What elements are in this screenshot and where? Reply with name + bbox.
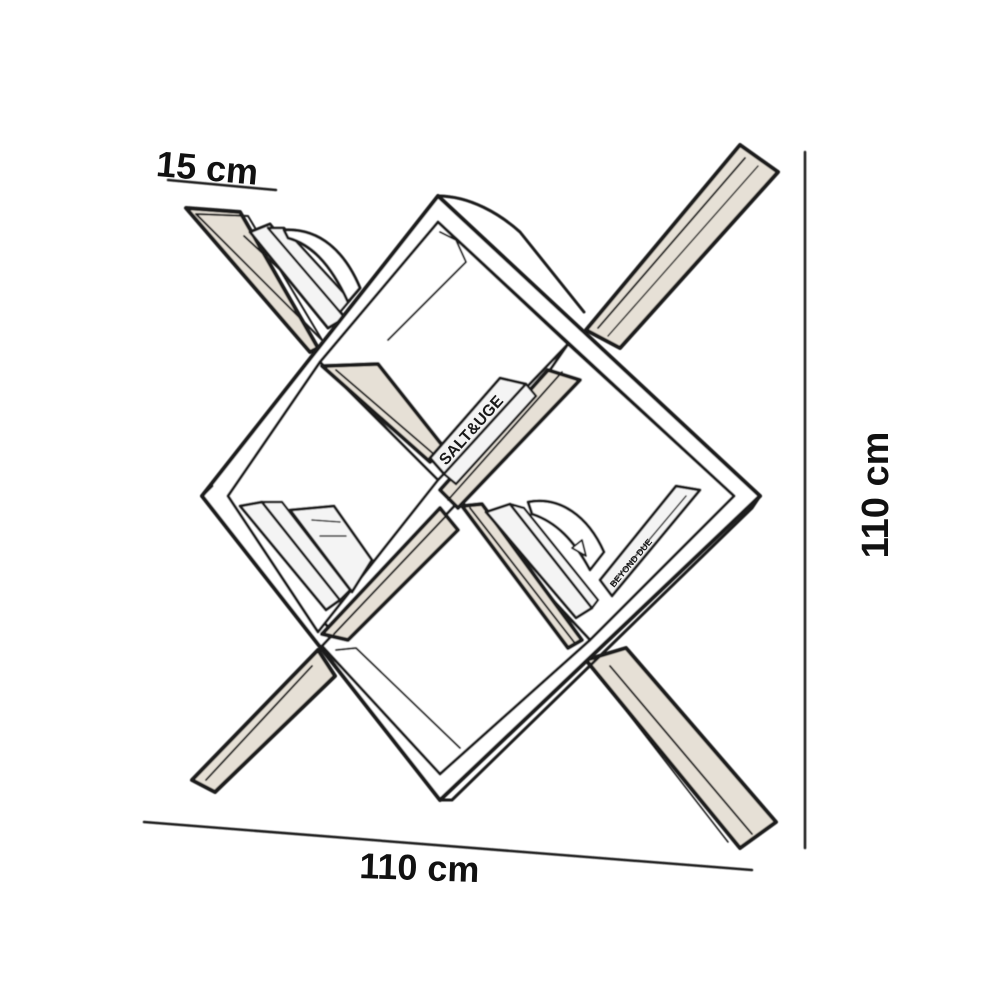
cross-board-falling [320, 362, 584, 650]
books-left-compartment [238, 500, 374, 612]
width-dimension-line [142, 820, 754, 872]
diagonal-board-top-right-arm [584, 143, 780, 350]
books-top-left [248, 222, 362, 330]
width-dimension-label: 110 cm [358, 845, 481, 891]
diagonal-board-bottom-right-arm [584, 646, 778, 850]
height-dimension-label: 110 cm [855, 431, 897, 559]
depth-dimension-line [166, 178, 278, 192]
dimension-lines [142, 150, 807, 872]
diagonal-board-bottom-left-arm [190, 648, 337, 794]
depth-dimension-label: 15 cm [154, 143, 260, 193]
books-right-compartment [484, 484, 702, 620]
books-upper-center [428, 376, 538, 486]
